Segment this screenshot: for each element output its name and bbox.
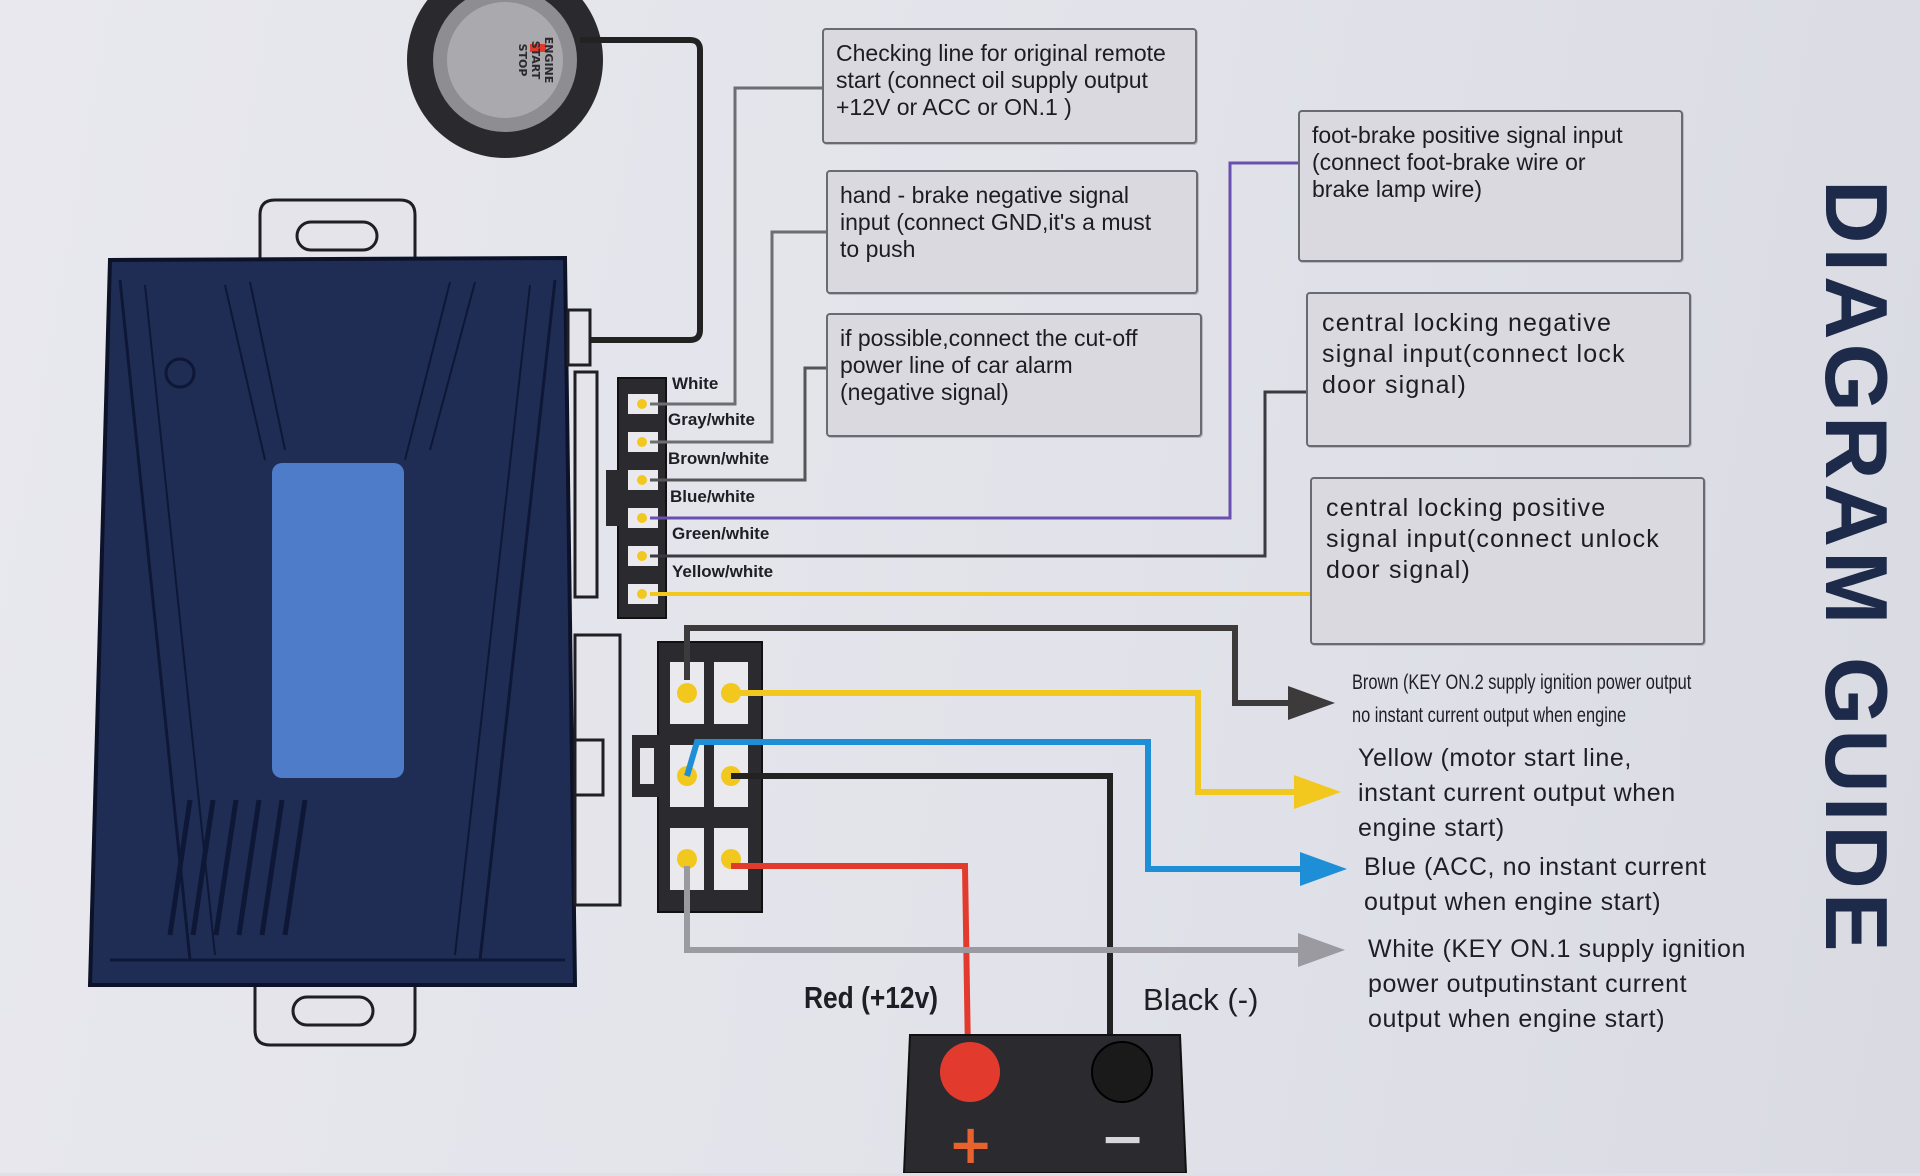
start-button-label: ENGINE START STOP xyxy=(516,36,555,84)
brown-white-wire xyxy=(650,366,826,482)
module-mount-top xyxy=(258,198,417,265)
input-connector[interactable] xyxy=(606,377,667,619)
start-indicator-icon xyxy=(530,44,546,52)
engine-start-button[interactable] xyxy=(407,0,603,158)
gray-white-wire xyxy=(650,230,826,444)
positive-terminal-icon xyxy=(940,1042,1000,1102)
output-label-white: White (KEY ON.1 supply ignition power ou… xyxy=(1368,935,1747,1033)
white-arrow-icon xyxy=(1298,933,1345,967)
hand-brake-box: hand - brake negative signal input (conn… xyxy=(826,170,1198,294)
pin-label-blue-white: Blue/white xyxy=(670,487,756,506)
output-wires xyxy=(684,625,1302,1056)
pin-label-green-white: Green/white xyxy=(672,524,770,543)
input-wires xyxy=(650,86,1310,596)
battery xyxy=(902,1034,1188,1173)
module-mount-bottom xyxy=(253,975,417,1047)
yellow-output-wire xyxy=(731,690,1296,795)
central-lock-box: central locking negative signal input(co… xyxy=(1306,292,1691,447)
green-white-wire xyxy=(650,390,1306,558)
blue-output-wire xyxy=(684,739,1302,872)
yellow-arrow-icon xyxy=(1294,775,1341,809)
central-unlock-box: central locking positive signal input(co… xyxy=(1310,477,1705,645)
red-wire-label: Red (+12v) xyxy=(804,980,939,1015)
diagram-title-text: DIAGRAM GUIDE xyxy=(1807,180,1906,956)
minus-icon: − xyxy=(1100,1107,1146,1170)
white-output-wire xyxy=(684,866,1300,953)
control-module xyxy=(87,255,578,987)
blue-white-wire xyxy=(650,161,1298,520)
brown-output-wire xyxy=(684,625,1290,706)
pin-label-yellow-white: Yellow/white xyxy=(672,562,774,581)
car-alarm-box: if possible,connect the cut-off power li… xyxy=(826,313,1202,437)
original-remote-box: Checking line for original remote start … xyxy=(822,28,1197,144)
output-label-brown: Brown (KEY ON.2 supply ignition power ou… xyxy=(1352,671,1692,727)
pin-label-gray-white: Gray/white xyxy=(668,410,755,429)
red-battery-wire xyxy=(731,863,971,1056)
brown-arrow-icon xyxy=(1288,686,1335,720)
diagram-title: DIAGRAM GUIDE xyxy=(1800,180,1910,956)
white-wire xyxy=(650,86,822,406)
foot-brake-box: foot-brake positive signal input (connec… xyxy=(1298,110,1683,262)
module-screen xyxy=(272,463,404,778)
pin-label-brown-white: Brown/white xyxy=(668,449,770,468)
black-wire-label: Black (-) xyxy=(1143,982,1259,1017)
blue-arrow-icon xyxy=(1300,852,1347,886)
start-button-cable xyxy=(570,37,703,343)
output-arrows xyxy=(1288,686,1347,967)
pin-label-white: White xyxy=(672,374,719,393)
plus-icon: + xyxy=(948,1113,994,1176)
output-label-blue: Blue (ACC, no instant current output whe… xyxy=(1364,853,1707,916)
output-label-yellow: Yellow (motor start line, instant curren… xyxy=(1358,744,1676,842)
negative-terminal-icon xyxy=(1091,1041,1153,1103)
module-side-rails xyxy=(566,308,622,907)
